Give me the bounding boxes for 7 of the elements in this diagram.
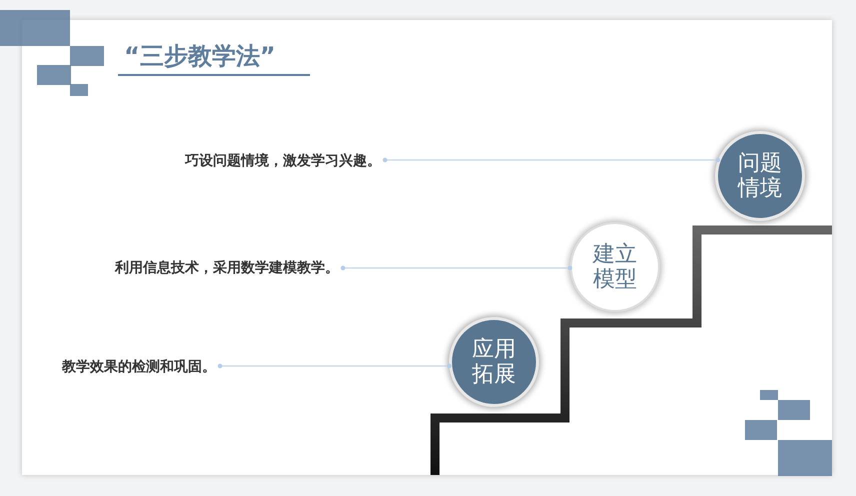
title: “三步教学法” — [118, 40, 310, 76]
leader-line — [382, 158, 720, 162]
description-text: 教学效果的检测和巩固。 — [62, 356, 334, 378]
leader-line — [218, 364, 452, 368]
description-text: 利用信息技术，采用数学建模教学。 — [115, 257, 379, 279]
description-text: 巧设问题情境，激发学习兴趣。 — [185, 150, 422, 172]
leader-line — [340, 266, 572, 270]
